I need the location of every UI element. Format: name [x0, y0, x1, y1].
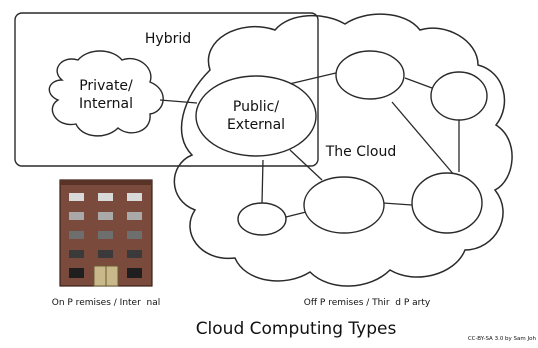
- license-credit: CC-BY-SA 3.0 by Sam Joh: [468, 336, 537, 342]
- hybrid-box: [14, 12, 319, 167]
- public-external-node: [195, 75, 317, 157]
- network-links: [159, 71, 460, 218]
- link-node1-node2: [404, 77, 433, 89]
- cloud-label: The Cloud: [325, 144, 396, 160]
- public-label-line1: Public/: [233, 99, 279, 115]
- link-public-node5: [261, 159, 264, 204]
- cloud-node-5: [237, 202, 287, 236]
- link-node3-node4: [382, 202, 413, 206]
- cloud-node-3: [303, 176, 385, 234]
- link-private-public: [159, 99, 198, 104]
- public-label-line2: External: [227, 117, 285, 133]
- on-premises-label: On P remises / Inter nal: [52, 298, 160, 308]
- cloud-node-1: [335, 50, 405, 100]
- link-node5-node3: [285, 211, 307, 218]
- link-public-node3: [289, 149, 323, 181]
- private-label-line1: Private/: [79, 78, 133, 94]
- cloud-node-2: [430, 71, 488, 121]
- hybrid-label: Hybrid: [145, 31, 191, 47]
- diagram-title: Cloud Computing Types: [196, 319, 397, 339]
- private-label-line2: Internal: [79, 96, 133, 112]
- private-cloud-shape: [48, 50, 164, 137]
- cloud-node-4: [411, 172, 483, 234]
- link-node1-node4: [391, 101, 456, 177]
- office-building-icon: [59, 179, 153, 287]
- link-public-node1: [284, 71, 341, 86]
- off-premises-label: Off P remises / Thir d P arty: [304, 298, 431, 308]
